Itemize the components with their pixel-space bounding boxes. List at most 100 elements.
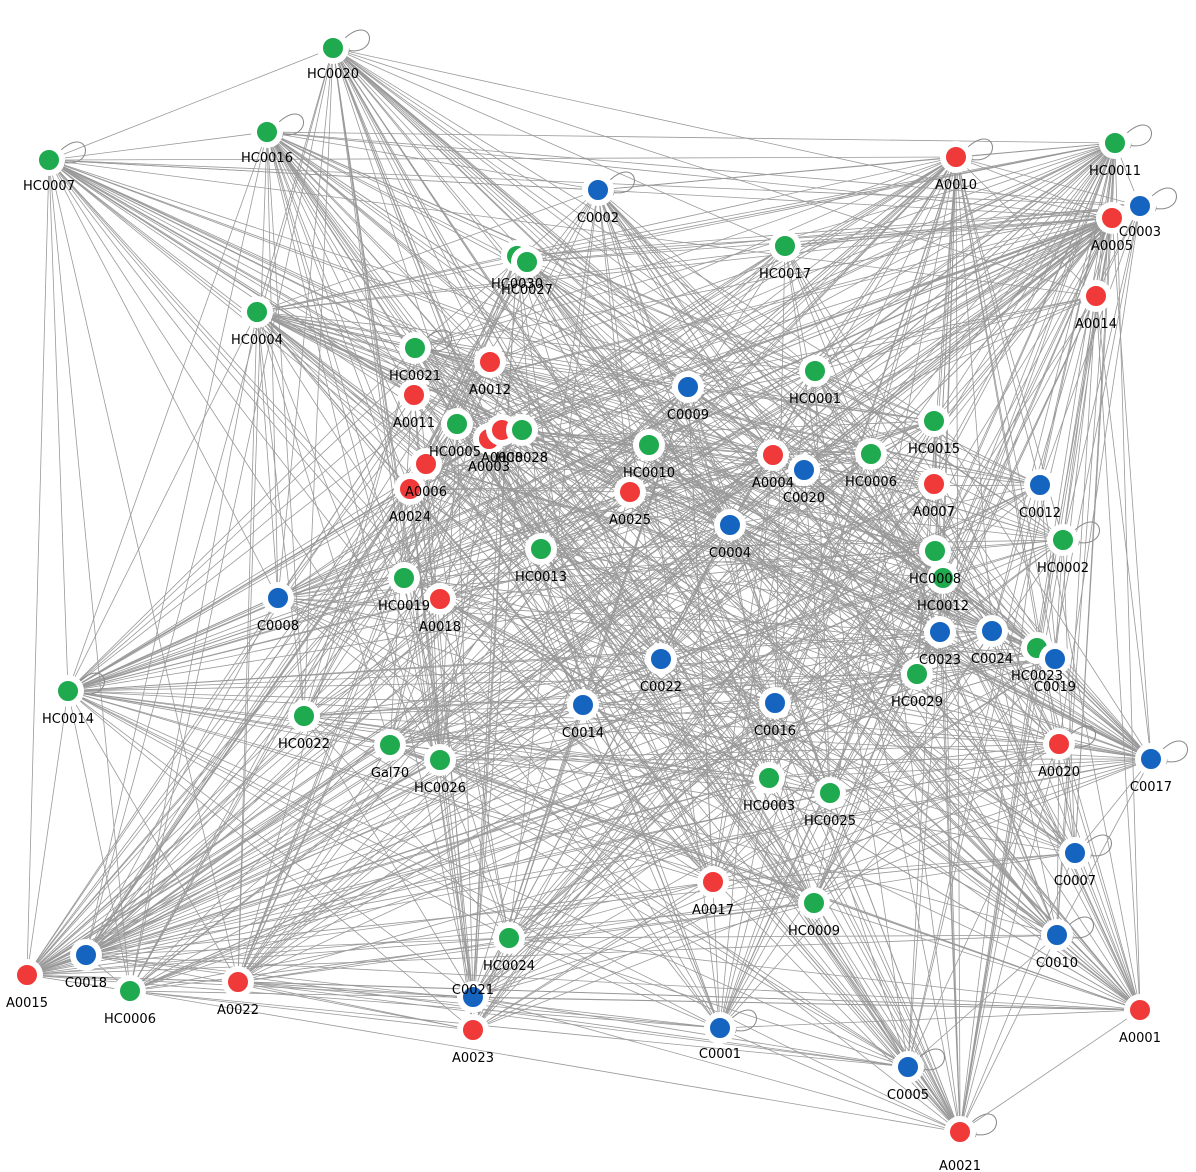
node-C0022[interactable] (649, 647, 673, 671)
node-label-HC0007: HC0007 (23, 179, 75, 194)
node-label-C0017: C0017 (1130, 780, 1172, 795)
node-A0022[interactable] (226, 970, 250, 994)
node-HC0026[interactable] (428, 748, 452, 772)
node-HC0001[interactable] (803, 359, 827, 383)
node-C0002[interactable] (586, 178, 610, 202)
node-HC0008[interactable] (923, 539, 947, 563)
edge-HC0014-C0014 (67, 690, 572, 707)
edge-HC0007-HC0014 (48, 159, 70, 680)
edge-HC0013-A0020 (540, 548, 1049, 741)
node-HC0010[interactable] (637, 433, 661, 457)
edge-A0024-A0025 (409, 488, 619, 494)
node-A0001[interactable] (1128, 998, 1152, 1022)
edge-HC0025-HC0014 (79, 691, 831, 794)
edge-HC0006-A0008 (513, 429, 872, 455)
edge-C0008-HC0015 (277, 423, 923, 599)
node-C0009[interactable] (676, 375, 700, 399)
node-A0018[interactable] (428, 587, 452, 611)
node-A0015[interactable] (15, 963, 39, 987)
node-HC0011[interactable] (1103, 131, 1127, 155)
node-A0012[interactable] (478, 350, 502, 374)
node-A0005[interactable] (1100, 206, 1124, 230)
node-label-A0001: A0001 (1119, 1031, 1161, 1046)
node-HC0027[interactable] (515, 250, 539, 274)
node-HC0013[interactable] (529, 537, 553, 561)
node-HC0003[interactable] (757, 766, 781, 790)
node-HC0016[interactable] (255, 120, 279, 144)
node-HC0021[interactable] (403, 336, 427, 360)
node-A0020[interactable] (1047, 732, 1071, 756)
node-HC0012[interactable] (931, 566, 955, 590)
node-C0007[interactable] (1063, 841, 1087, 865)
node-C0024[interactable] (980, 619, 1004, 643)
node-C0019[interactable] (1043, 647, 1067, 671)
node-HC0015[interactable] (922, 409, 946, 433)
edge-C0014-HC0003 (582, 704, 759, 775)
node-HC0005[interactable] (445, 412, 469, 436)
edge-A0014-C0009 (699, 295, 1097, 386)
node-A0021[interactable] (948, 1120, 972, 1144)
node-HC0002[interactable] (1051, 528, 1075, 552)
node-A0024[interactable] (398, 477, 422, 501)
node-HC0020[interactable] (321, 36, 345, 60)
node-A0004[interactable] (761, 443, 785, 467)
edge-C0023-A0001 (939, 631, 1135, 1000)
node-HC0009[interactable] (802, 891, 826, 915)
node-C0014[interactable] (571, 693, 595, 717)
node-A0014[interactable] (1084, 284, 1108, 308)
edge-HC0021-A0022 (240, 347, 416, 971)
node-HC0004[interactable] (245, 300, 269, 324)
self-loop-C0010 (1064, 916, 1094, 941)
node-C0023[interactable] (928, 620, 952, 644)
node-HC0025[interactable] (818, 781, 842, 805)
node-label-HC0011: HC0011 (1089, 164, 1141, 179)
edge-C0010-A0014 (1056, 307, 1098, 936)
edge-C0016-Gal70 (401, 702, 776, 746)
node-A0025[interactable] (618, 480, 642, 504)
node-C0021[interactable] (461, 985, 485, 1009)
node-C0012[interactable] (1028, 473, 1052, 497)
node-C0010[interactable] (1045, 923, 1069, 947)
edge-C0018-HC0003 (85, 779, 758, 956)
node-HC0006[interactable] (118, 979, 142, 1003)
node-A0006[interactable] (414, 452, 438, 476)
node-C0020[interactable] (792, 458, 816, 482)
node-A0010[interactable] (944, 145, 968, 169)
edge-C0019-HC0019 (415, 577, 1056, 660)
edge-C0018-HC0006 (85, 460, 862, 956)
node-C0008[interactable] (266, 586, 290, 610)
edge-A0022-A0005 (237, 225, 1104, 983)
node-label-HC0004: HC0004 (231, 333, 283, 348)
edge-HC0019-HC0008 (403, 549, 924, 579)
node-A0017[interactable] (701, 870, 725, 894)
node-C0004[interactable] (718, 513, 742, 537)
node-A0023[interactable] (461, 1018, 485, 1042)
edge-C0010-HC0003 (779, 783, 1058, 936)
node-HC0024[interactable] (497, 926, 521, 950)
node-HC0007[interactable] (37, 148, 61, 172)
node-A0011[interactable] (402, 383, 426, 407)
node-HC0028[interactable] (510, 418, 534, 442)
edge-HC0010-HC0014 (78, 444, 650, 687)
node-C0003[interactable] (1128, 194, 1152, 218)
node-C0018[interactable] (74, 943, 98, 967)
node-label-C0008: C0008 (257, 619, 299, 634)
node-HC0019[interactable] (392, 566, 416, 590)
node-A0007[interactable] (922, 472, 946, 496)
edge-A0008-C0019 (501, 429, 1045, 655)
node-C0016[interactable] (763, 691, 787, 715)
edge-A0007-HC0011 (933, 153, 1110, 485)
node-label-HC0008: HC0008 (909, 572, 961, 587)
edge-A0025-HC0006 (629, 454, 860, 493)
node-HC0022[interactable] (292, 704, 316, 728)
node-C0005[interactable] (896, 1055, 920, 1079)
edge-C0018-C0005 (85, 954, 897, 1067)
node-Gal70[interactable] (378, 733, 402, 757)
node-C0017[interactable] (1139, 747, 1163, 771)
node-HC0017[interactable] (773, 234, 797, 258)
node-HC0006[interactable] (859, 442, 883, 466)
node-HC0014[interactable] (56, 679, 80, 703)
node-C0001[interactable] (708, 1016, 732, 1040)
node-HC0029[interactable] (905, 662, 929, 686)
node-label-HC0023: HC0023 (1011, 669, 1063, 684)
